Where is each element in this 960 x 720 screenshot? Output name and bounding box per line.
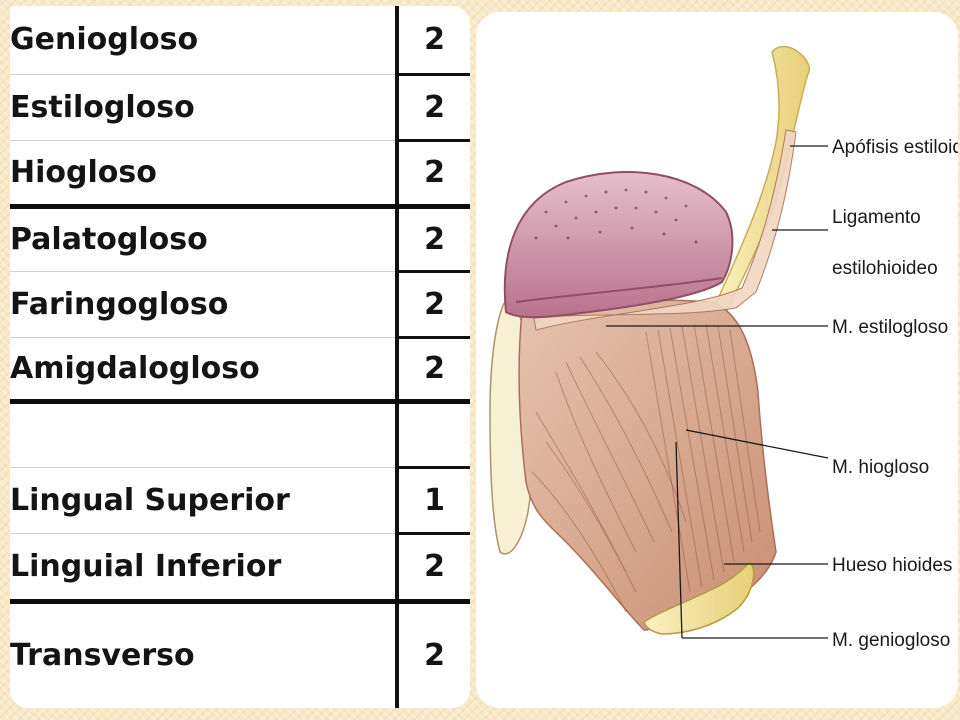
leader-lines (606, 145, 829, 639)
muscle-count: 1 (397, 467, 470, 535)
muscle-name: Lingual Superior (10, 467, 399, 534)
label-ligamento: Ligamento (832, 207, 921, 228)
anatomy-illustration-panel: Apófisis estiloides Ligamento estilohioi… (476, 12, 958, 708)
muscle-name: Palatogloso (10, 206, 399, 272)
label-hueso-hioides: Hueso hioides (832, 555, 952, 576)
muscle-count (397, 401, 470, 469)
hyoglossus-fibers (645, 323, 761, 593)
table-row (10, 401, 470, 469)
muscle-name: Hiogloso (10, 140, 399, 209)
muscle-table-panel: Geniogloso 2 Estilogloso 2 Hiogloso 2 Pa… (10, 6, 470, 708)
label-estilohioideo: estilohioideo (832, 258, 938, 279)
muscle-count: 2 (397, 271, 470, 339)
muscle-count: 2 (397, 74, 470, 142)
table-row: Amigdalogloso 2 (10, 337, 470, 404)
muscle-name (10, 401, 399, 468)
styloglossus-band (533, 129, 797, 331)
muscle-name: Estilogloso (10, 74, 399, 141)
muscle-count: 2 (397, 206, 470, 273)
muscle-name: Geniogloso (10, 6, 399, 75)
table-row: Hiogloso 2 (10, 140, 470, 209)
muscle-table: Geniogloso 2 Estilogloso 2 Hiogloso 2 Pa… (10, 6, 470, 708)
muscle-count: 2 (424, 638, 445, 674)
table-row: Faringogloso 2 (10, 271, 470, 339)
hyoid-bone (643, 560, 755, 635)
tongue-muscles-illustration: Apófisis estiloides Ligamento estilohioi… (489, 45, 958, 651)
muscle-name: Amigdalogloso (10, 337, 399, 404)
tongue-papillae (534, 188, 698, 244)
table-row: Palatogloso 2 (10, 206, 470, 273)
label-m-geniogloso: M. geniogloso (832, 630, 950, 651)
label-m-estilogloso: M. estilogloso (832, 317, 948, 338)
table-row: Transverso 2 (10, 601, 470, 708)
label-m-hiogloso: M. hiogloso (832, 457, 929, 478)
muscle-count: 2 (397, 533, 470, 604)
tongue-margin (515, 277, 723, 303)
table-row: Lingual Superior 1 (10, 467, 470, 535)
table-row: Geniogloso 2 (10, 6, 470, 76)
muscle-name: Linguial Inferior (10, 533, 399, 604)
label-apofisis-estiloides: Apófisis estiloides (832, 137, 958, 158)
table-row: Estilogloso 2 (10, 74, 470, 142)
muscle-name: Transverso (10, 601, 399, 708)
table-row: Linguial Inferior 2 (10, 533, 470, 604)
muscle-name: Faringogloso (10, 271, 399, 338)
muscle-count: 2 (397, 6, 470, 76)
tongue (503, 171, 734, 319)
muscle-count: 2 (397, 337, 470, 404)
muscle-count: 2 (397, 140, 470, 209)
